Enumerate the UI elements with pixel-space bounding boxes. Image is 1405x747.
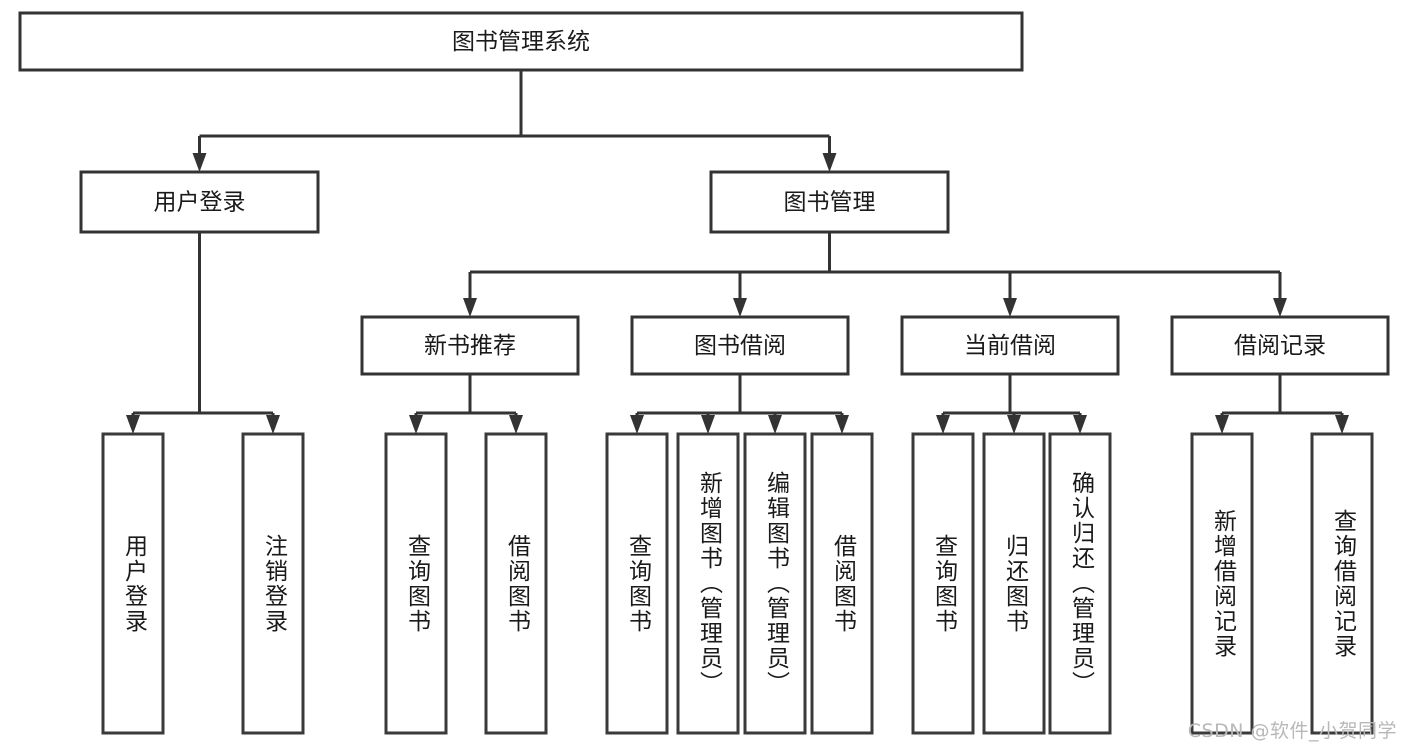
level3-node-box-3[interactable] bbox=[1170, 315, 1390, 376]
level3-node-label-0: 新书推荐 bbox=[424, 333, 516, 359]
level2-node-label-1: 图书管理 bbox=[784, 190, 876, 216]
arrow-head-icon bbox=[822, 153, 837, 172]
leaf-node-box-2[interactable] bbox=[384, 432, 448, 735]
arrow-head-icon bbox=[192, 153, 207, 172]
connector-layer bbox=[126, 70, 1349, 434]
arrow-head-icon bbox=[1215, 415, 1229, 434]
arrow-head-icon bbox=[936, 415, 950, 434]
leaf-node-box-11[interactable] bbox=[1190, 432, 1254, 735]
leaf-node-box-12[interactable] bbox=[1310, 432, 1374, 735]
leaf-node-box-4[interactable] bbox=[605, 432, 669, 735]
root-node-box[interactable] bbox=[18, 11, 1024, 72]
level3-node-label-1: 图书借阅 bbox=[694, 333, 786, 359]
arrow-head-icon bbox=[701, 415, 715, 434]
arrow-head-icon bbox=[835, 415, 849, 434]
arrow-head-icon bbox=[630, 415, 644, 434]
leaf-node-box-5[interactable] bbox=[676, 432, 740, 735]
leaf-node-box-6[interactable] bbox=[743, 432, 807, 735]
arrow-head-icon bbox=[509, 415, 523, 434]
arrow-head-icon bbox=[1073, 415, 1087, 434]
level3-node-box-1[interactable] bbox=[630, 315, 850, 376]
box-layer bbox=[18, 11, 1390, 735]
arrow-head-icon bbox=[266, 415, 280, 434]
csdn-watermark: CSDN @软件_小贺同学 bbox=[1187, 720, 1397, 742]
level2-node-label-0: 用户登录 bbox=[154, 190, 246, 216]
arrow-head-icon bbox=[409, 415, 423, 434]
level3-node-box-2[interactable] bbox=[900, 315, 1120, 376]
leaf-node-box-7[interactable] bbox=[810, 432, 874, 735]
leaf-node-box-9[interactable] bbox=[982, 432, 1046, 735]
arrow-head-icon bbox=[1007, 415, 1021, 434]
leaf-node-box-10[interactable] bbox=[1048, 432, 1112, 735]
arrow-head-icon bbox=[733, 298, 747, 317]
leaf-node-box-3[interactable] bbox=[484, 432, 548, 735]
arrow-head-icon bbox=[126, 415, 140, 434]
level2-node-box-0[interactable] bbox=[79, 170, 320, 234]
arrow-head-icon bbox=[1335, 415, 1349, 434]
arrow-head-icon bbox=[768, 415, 782, 434]
level3-node-box-0[interactable] bbox=[360, 315, 580, 376]
arrow-head-icon bbox=[1003, 298, 1017, 317]
arrow-head-icon bbox=[463, 298, 477, 317]
level3-node-label-2: 当前借阅 bbox=[964, 333, 1056, 359]
level3-node-label-3: 借阅记录 bbox=[1234, 333, 1326, 359]
leaf-node-box-0[interactable] bbox=[101, 432, 165, 735]
root-node-label: 图书管理系统 bbox=[452, 29, 590, 55]
leaf-node-box-8[interactable] bbox=[911, 432, 975, 735]
arrow-head-icon bbox=[1273, 298, 1287, 317]
leaf-node-box-1[interactable] bbox=[241, 432, 305, 735]
level2-node-box-1[interactable] bbox=[709, 170, 950, 234]
